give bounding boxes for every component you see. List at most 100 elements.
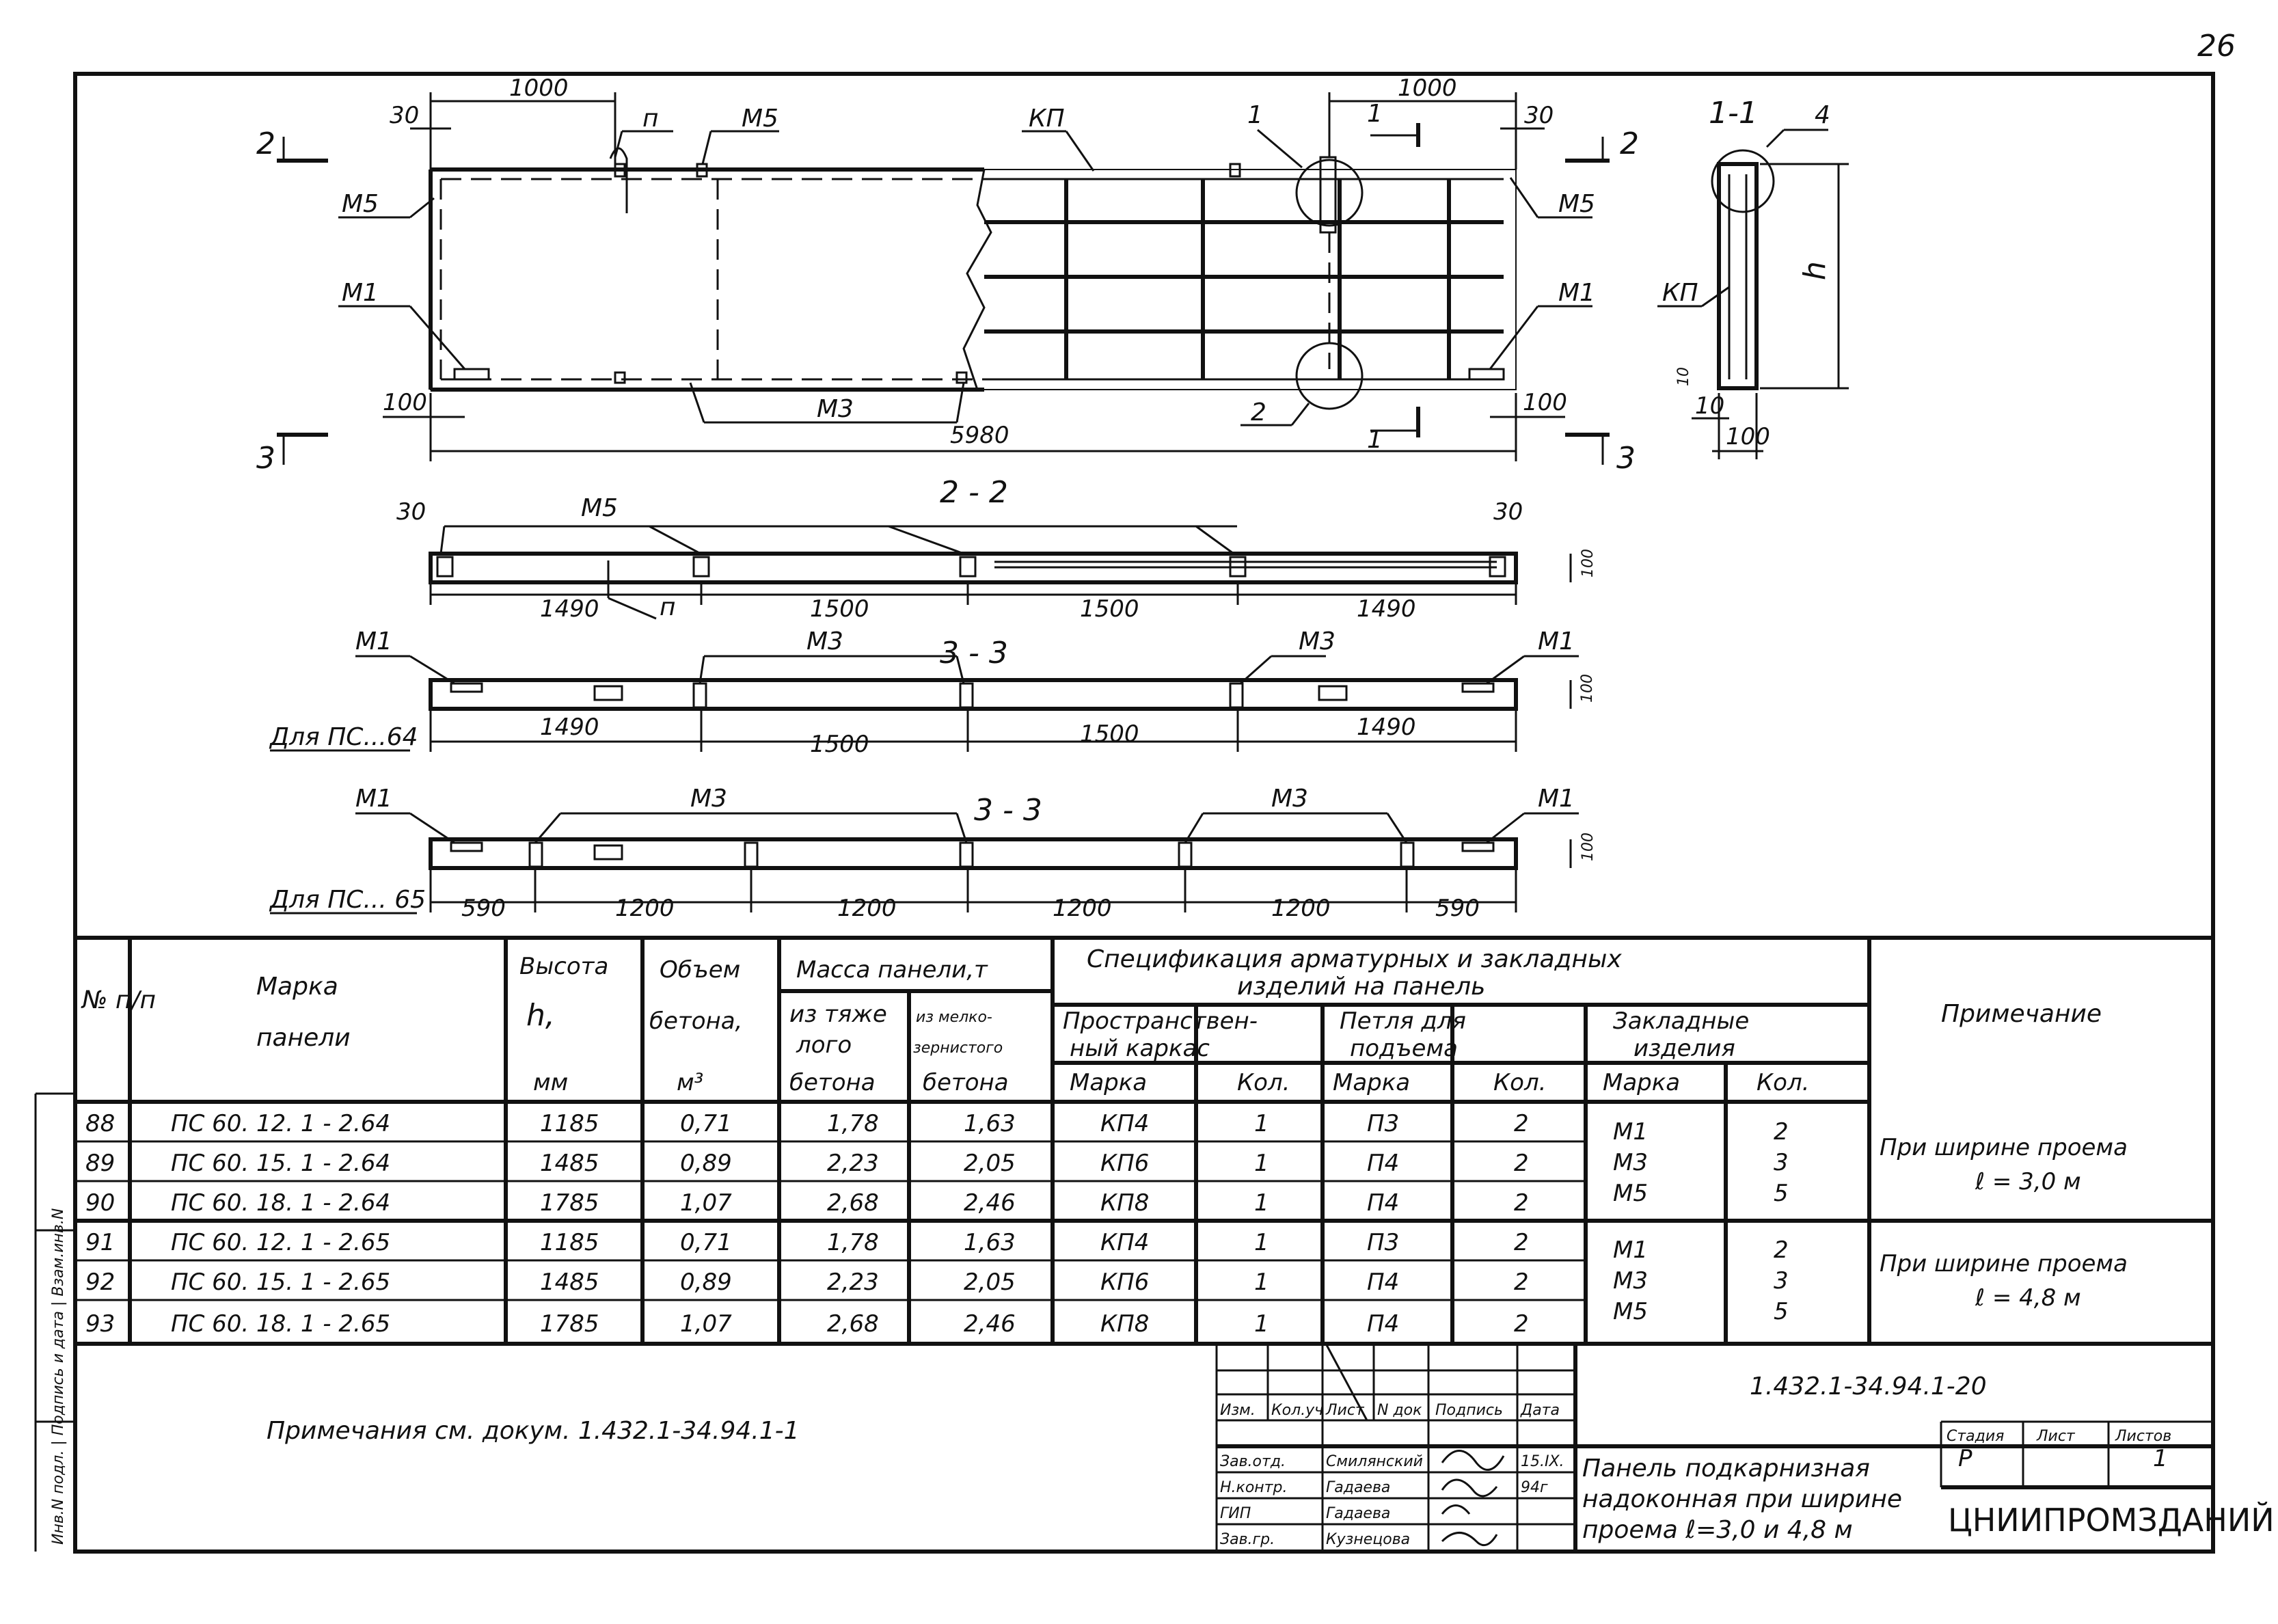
svg-text:КП6: КП6 (1100, 1269, 1149, 1296)
svg-text:2: 2 (1514, 1150, 1529, 1177)
svg-text:М3: М3 (690, 785, 727, 813)
svg-text:90: 90 (85, 1189, 115, 1217)
svg-text:Кузнецова: Кузнецова (1326, 1531, 1410, 1548)
svg-text:М1: М1 (1613, 1118, 1648, 1146)
svg-text:П4: П4 (1367, 1189, 1399, 1217)
label-m5-right: М5 (1558, 190, 1595, 218)
svg-text:1: 1 (2153, 1445, 2168, 1472)
section-1-mark-bottom: 1 (1367, 426, 1383, 454)
section-3-3-title-a: 3 - 3 (940, 636, 1008, 671)
svg-text:М3: М3 (1613, 1267, 1648, 1295)
svg-text:590: 590 (1435, 895, 1480, 922)
group-1: М1 М3 М5 2 3 5 При ширине проема ℓ = 3,0… (1613, 1118, 2128, 1207)
svg-text:1500: 1500 (1080, 720, 1139, 748)
svg-text:2: 2 (1774, 1118, 1789, 1146)
svg-text:30: 30 (1493, 498, 1523, 526)
svg-text:бетона: бетона (923, 1069, 1009, 1096)
table-row: 89 ПС 60. 15. 1 - 2.64 1485 0,89 2,23 2,… (85, 1150, 1529, 1177)
dim-1000-right: 1000 (1398, 75, 1457, 102)
label-callout-1: 1 (1247, 101, 1263, 129)
svg-text:ГИП: ГИП (1220, 1505, 1251, 1522)
svg-text:М5: М5 (1613, 1298, 1648, 1325)
svg-text:М5: М5 (1613, 1180, 1648, 1207)
doc-code: 1.432.1-34.94.1-20 (1750, 1372, 1987, 1400)
svg-text:П4: П4 (1367, 1310, 1399, 1338)
svg-text:подъема: подъема (1350, 1035, 1458, 1062)
svg-text:1,78: 1,78 (827, 1229, 879, 1256)
svg-text:Зав.гр.: Зав.гр. (1220, 1531, 1275, 1548)
svg-text:ПС 60. 18. 1 - 2.64: ПС 60. 18. 1 - 2.64 (171, 1189, 390, 1217)
svg-text:бетона: бетона (789, 1069, 876, 1096)
svg-text:М1: М1 (355, 627, 392, 655)
dim-100-right: 100 (1523, 389, 1567, 416)
svg-text:91: 91 (85, 1229, 115, 1256)
svg-text:КП4: КП4 (1100, 1110, 1149, 1137)
table-row: 88 ПС 60. 12. 1 - 2.64 1185 0,71 1,78 1,… (85, 1110, 1529, 1137)
svg-text:1785: 1785 (540, 1310, 599, 1338)
footer-notes: Примечания см. докум. 1.432.1-34.94.1-1 (267, 1417, 800, 1445)
svg-text:лого: лого (796, 1031, 852, 1059)
svg-text:2,46: 2,46 (964, 1310, 1016, 1338)
sheet-frame (73, 72, 2215, 1554)
section-3-3-65: 3 - 3 М1 М3 М3 М1 100 Для ПС... 65 (269, 785, 1597, 922)
svg-text:2,23: 2,23 (827, 1269, 879, 1296)
svg-text:2,05: 2,05 (964, 1150, 1016, 1177)
svg-text:1: 1 (1254, 1310, 1269, 1338)
spec-table: № п/п Марка панели Высота h, мм Объем бе… (75, 938, 2213, 1346)
m1-embed-right (1468, 368, 1505, 381)
header-height: Высота (519, 953, 608, 980)
svg-text:10: 10 (1695, 392, 1724, 420)
svg-text:бетона,: бетона, (649, 1007, 742, 1035)
svg-text:1200: 1200 (1271, 895, 1331, 922)
svg-text:Смилянский: Смилянский (1326, 1453, 1423, 1470)
svg-text:П3: П3 (1367, 1229, 1399, 1256)
svg-text:Дата: Дата (1520, 1402, 1560, 1419)
svg-text:1485: 1485 (540, 1150, 599, 1177)
plan-labels: п М5 М5 КП М5 М1 М1 М3 1 2 1 1 (256, 100, 1639, 476)
svg-text:3: 3 (1774, 1267, 1789, 1295)
svg-text:100: 100 (1579, 549, 1597, 578)
callout-circle-1 (1295, 159, 1364, 227)
svg-text:30: 30 (396, 498, 426, 526)
header-no: № п/п (81, 986, 156, 1014)
org-name: ЦНИИПРОМЗДАНИЙ (1948, 1502, 2275, 1539)
section-2-2-span-1: 1490 (540, 595, 599, 623)
svg-text:Кол.уч: Кол.уч (1271, 1402, 1323, 1419)
dim-30-left: 30 (390, 102, 419, 129)
break-line (962, 169, 992, 390)
svg-text:15.IX.: 15.IX. (1521, 1453, 1564, 1470)
svg-text:М3: М3 (806, 627, 843, 655)
header-mark: Марка (256, 973, 338, 1001)
svg-text:М1: М1 (1538, 785, 1575, 813)
svg-text:ПС 60. 15. 1 - 2.65: ПС 60. 15. 1 - 2.65 (171, 1269, 390, 1296)
label-callout-2: 2 (1251, 398, 1266, 427)
svg-text:1185: 1185 (540, 1229, 599, 1256)
section-3-mark-left: 3 (256, 441, 275, 476)
svg-text:изделия: изделия (1633, 1035, 1735, 1062)
svg-text:1: 1 (1254, 1150, 1269, 1177)
svg-text:2: 2 (1514, 1310, 1529, 1338)
section-1-1-h: h (1798, 261, 1832, 280)
dim-100-left: 100 (383, 389, 427, 416)
dim-30-right: 30 (1524, 102, 1554, 129)
svg-text:1200: 1200 (837, 895, 897, 922)
svg-text:1: 1 (1254, 1229, 1269, 1256)
label-m1-right: М1 (1558, 279, 1595, 307)
section-1-1: 1-1 4 КП h 10 10 100 (1657, 96, 1849, 459)
section-1-1-callout: 4 (1815, 101, 1830, 129)
svg-text:100: 100 (1726, 423, 1770, 450)
lifting-loop (1319, 156, 1337, 234)
group-2: М1 М3 М5 2 3 5 При ширине проема ℓ = 4,8… (1613, 1236, 2128, 1325)
section-3-3-title-b: 3 - 3 (974, 793, 1042, 828)
svg-text:1200: 1200 (615, 895, 675, 922)
svg-text:2: 2 (1514, 1269, 1529, 1296)
svg-text:92: 92 (85, 1269, 115, 1296)
svg-text:1200: 1200 (1053, 895, 1112, 922)
svg-text:100: 100 (1579, 674, 1596, 703)
svg-text:1,07: 1,07 (680, 1310, 732, 1338)
page-number: 26 (2197, 29, 2236, 64)
svg-text:П4: П4 (1367, 1150, 1399, 1177)
section-1-mark-top: 1 (1367, 100, 1383, 128)
svg-text:590: 590 (461, 895, 506, 922)
